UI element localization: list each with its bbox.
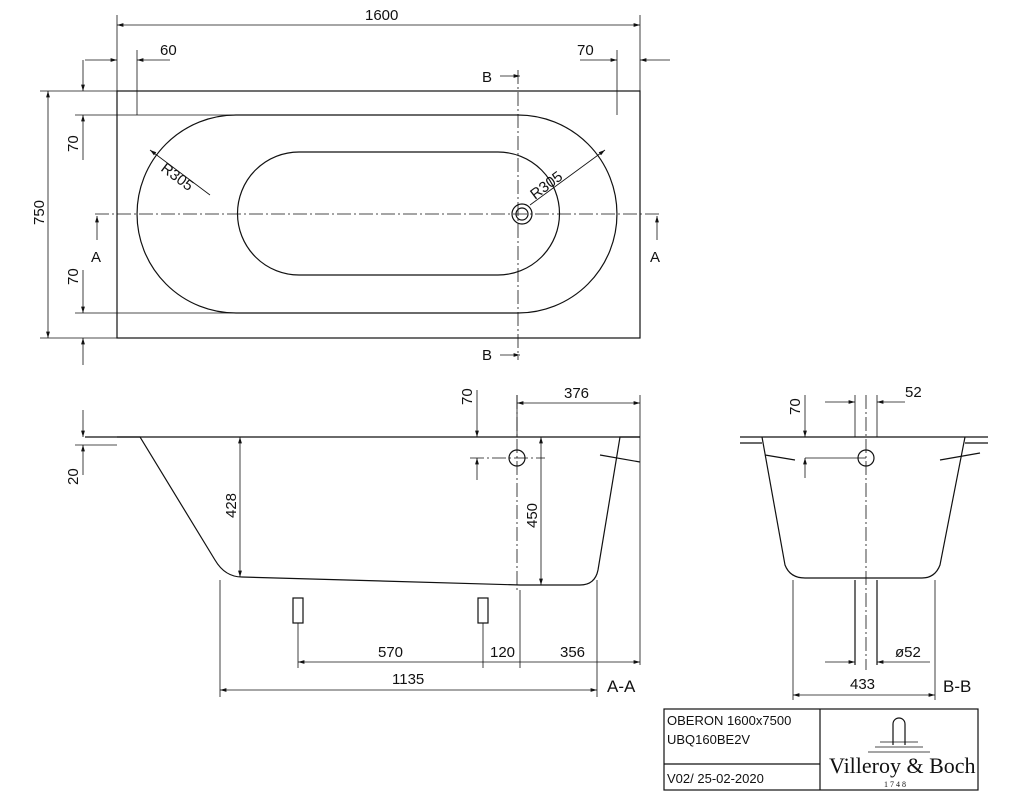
brand-name: Villeroy & Boch [829, 753, 976, 778]
section-a-right: A [650, 249, 660, 266]
dim-top-offset: 70 [65, 135, 82, 152]
dim-width: 750 [31, 200, 48, 225]
dim-bottom-width: 433 [850, 676, 875, 693]
brand-year: 1748 [884, 780, 908, 789]
dim-foot-spacing: 570 [378, 644, 403, 661]
section-bb-label: B-B [943, 677, 971, 696]
section-b-bottom: B [482, 347, 492, 364]
dim-radius-right: R305 [527, 168, 566, 203]
section-bb: 52 70 ø52 433 B-B [740, 384, 988, 700]
model-code: UBQ160BE2V [667, 732, 750, 747]
dim-overflow-offset: 52 [905, 384, 922, 401]
dim-rim: 20 [65, 468, 82, 485]
dim-foot-drain: 120 [490, 644, 515, 661]
dim-bottom-offset: 70 [65, 268, 82, 285]
foot-icon [477, 597, 489, 624]
foot-icon [292, 597, 304, 624]
dim-right-offset: 70 [577, 42, 594, 59]
model-name: OBERON 1600x7500 [667, 713, 791, 728]
section-b-top: B [482, 69, 492, 86]
section-aa-label: A-A [607, 677, 636, 696]
tub-bottom [236, 151, 561, 276]
title-block: OBERON 1600x7500 UBQ160BE2V V02/ 25-02-2… [663, 708, 979, 791]
dim-depth-right: 450 [524, 503, 541, 528]
section-a-left: A [91, 249, 101, 266]
dim-length: 1600 [365, 7, 398, 24]
dim-left-offset: 60 [160, 42, 177, 59]
dim-overflow-depth: 70 [459, 388, 476, 405]
dim-overflow-right: 376 [564, 385, 589, 402]
dim-drain-end: 356 [560, 644, 585, 661]
version-date: V02/ 25-02-2020 [667, 771, 764, 786]
dim-drain-diameter: ø52 [895, 644, 921, 661]
dim-bottom-length: 1135 [392, 671, 424, 688]
top-view: 1600 60 70 750 70 70 R305 R305 A A B B [31, 7, 670, 365]
dim-radius-left: R305 [158, 160, 197, 195]
dim-depth-left: 428 [223, 493, 240, 518]
brand-logo-icon [868, 717, 930, 753]
dim-overflow-depth-bb: 70 [787, 398, 804, 415]
section-aa: 428 450 376 70 20 570 120 356 1135 A-A [65, 385, 641, 697]
